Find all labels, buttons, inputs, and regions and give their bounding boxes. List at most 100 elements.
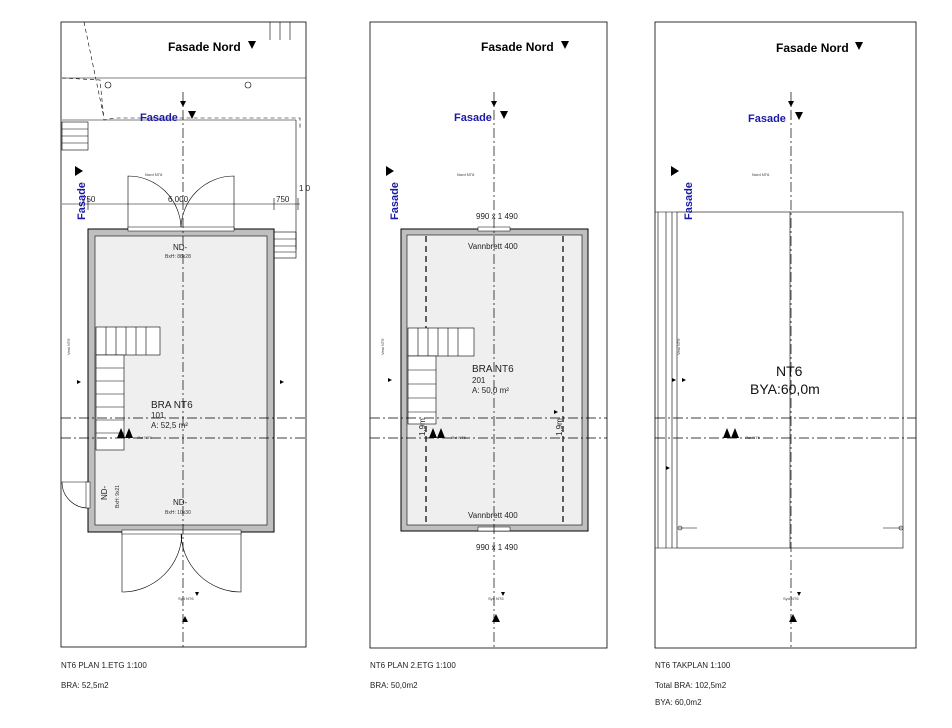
fasade-top-label: Fasade — [140, 112, 178, 124]
caption-bya: BYA: 60,0m2 — [655, 698, 702, 707]
steps-right — [273, 231, 297, 259]
section-marker-icon — [386, 166, 394, 176]
section-marker-icon — [280, 380, 284, 384]
syd-label: Syd NT6 — [488, 596, 504, 601]
section-marker-icon — [671, 166, 679, 176]
dimension-left: 750 — [82, 195, 96, 204]
nord-label: Nord NT6 — [752, 172, 770, 177]
side-door — [61, 481, 91, 509]
room-number: 201 — [472, 376, 486, 385]
room-area: A: 52,5 m² — [151, 421, 188, 430]
caption-title: NT6 PLAN 1.ETG 1:100 — [61, 661, 147, 670]
bxh-side-label: BxH: 9x21 — [115, 485, 121, 508]
room-name: BRA NT6 — [472, 364, 514, 375]
sheet-1-frame — [60, 21, 307, 648]
section-marker-icon — [429, 428, 437, 438]
section-marker-icon — [125, 428, 133, 438]
dimension-width: 6 000 — [168, 195, 189, 204]
section-marker-icon — [682, 378, 686, 382]
height-left-label: 1,9m — [418, 418, 427, 436]
section-marker-icon — [195, 592, 199, 596]
fasade-top-label: Fasade — [748, 113, 786, 125]
vest-label: Vest NT6 — [676, 338, 681, 355]
section-marker-icon — [672, 378, 676, 382]
sheet-2-frame — [369, 21, 608, 649]
nd-top-label: ND- — [173, 243, 188, 252]
syd-label: Syd NT6 — [783, 596, 799, 601]
stair — [95, 326, 161, 451]
site-boundary-line — [61, 77, 301, 130]
caption-title: NT6 TAKPLAN 1:100 — [655, 661, 731, 670]
height-right-label: 1,9m — [555, 418, 564, 436]
fasade-nord-label: Fasade Nord — [168, 40, 241, 54]
nd-bottom-label: ND- — [173, 498, 188, 507]
caption-bra: BRA: 50,0m2 — [370, 681, 418, 690]
section-marker-icon — [117, 428, 125, 438]
dimension-far: 1 0 — [299, 184, 311, 193]
section-marker-icon — [666, 466, 670, 470]
fasade-arrow-icon — [855, 42, 863, 50]
fasade-arrow-icon — [500, 111, 508, 119]
fasade-arrow-icon — [561, 41, 569, 49]
stair — [407, 327, 475, 425]
section-marker-icon — [437, 428, 445, 438]
roof-name: NT6 — [776, 363, 803, 379]
window-bottom-size: 990 x 1 490 — [476, 543, 518, 552]
room-number: 101 — [151, 411, 165, 420]
fasade-nord-label: Fasade Nord — [481, 40, 554, 54]
vannbrett-bottom-label: Vannbrett 400 — [468, 511, 518, 520]
fasade-arrow-icon — [188, 111, 196, 119]
bxh-top-label: BxH: 88x28 — [165, 254, 191, 260]
entry-door-top — [127, 175, 235, 232]
fasade-arrow-icon — [248, 41, 256, 49]
section-marker-icon — [788, 101, 794, 107]
fasade-side-label: Fasade — [683, 182, 695, 220]
nord-label: Nord NT6 — [457, 172, 475, 177]
post-symbol — [244, 81, 252, 89]
fasade-side-label: Fasade — [76, 182, 88, 220]
section-marker-icon — [491, 101, 497, 107]
steps-left — [61, 121, 89, 151]
fasade-side-label: Fasade — [389, 182, 401, 220]
fasade-nord-label: Fasade Nord — [776, 41, 849, 55]
sheet-3-frame — [654, 21, 917, 649]
bxh-bottom-label: BxH: 10x30 — [165, 510, 191, 516]
caption-bra: BRA: 52,5m2 — [61, 681, 109, 690]
caption-total-bra: Total BRA: 102,5m2 — [655, 681, 727, 690]
room-area: A: 50,0 m² — [472, 386, 509, 395]
section-marker-icon — [75, 166, 83, 176]
ost-label: Øst NT6 — [451, 435, 467, 440]
ost-label: Øst NT6 — [137, 435, 153, 440]
caption-title: NT6 PLAN 2.ETG 1:100 — [370, 661, 456, 670]
section-marker-icon — [77, 380, 81, 384]
section-marker-icon — [388, 378, 392, 382]
entry-door-bottom — [121, 529, 242, 593]
section-marker-icon — [492, 614, 500, 622]
section-marker-icon — [501, 592, 505, 596]
syd-label: Syd NT6 — [178, 596, 194, 601]
dimension-right: 750 — [276, 195, 290, 204]
section-marker-icon — [180, 101, 186, 107]
section-marker-icon — [797, 592, 801, 596]
plan-2-sheet: Fasade Nord Fasade Fasade Nord NT6 Vest … — [369, 21, 608, 690]
section-marker-icon — [731, 428, 739, 438]
section-marker-icon — [723, 428, 731, 438]
vannbrett-top-label: Vannbrett 400 — [468, 242, 518, 251]
vest-label: Vest NT6 — [66, 338, 71, 355]
site-boundary-line — [83, 21, 105, 119]
fasade-arrow-icon — [795, 112, 803, 120]
nd-side-label: ND- — [100, 485, 109, 500]
section-marker-icon — [554, 410, 558, 414]
ost-label: Øst NT6 — [745, 435, 761, 440]
nord-label: Nord NT6 — [145, 172, 163, 177]
plan-3-sheet: Fasade Nord Fasade Fasade Nord NT6 Vest … — [654, 21, 917, 707]
window-top-size: 990 x 1 490 — [476, 212, 518, 221]
fasade-top-label: Fasade — [454, 112, 492, 124]
vest-label: Vest NT6 — [380, 338, 385, 355]
section-marker-icon — [789, 614, 797, 622]
roof-bya: BYA:60,0m — [750, 381, 820, 397]
post-symbol — [104, 81, 112, 89]
plan-1-sheet: 6 000 750 750 1 0 — [60, 21, 311, 690]
room-name: BRA NT6 — [151, 400, 193, 411]
section-marker-icon — [182, 616, 188, 622]
